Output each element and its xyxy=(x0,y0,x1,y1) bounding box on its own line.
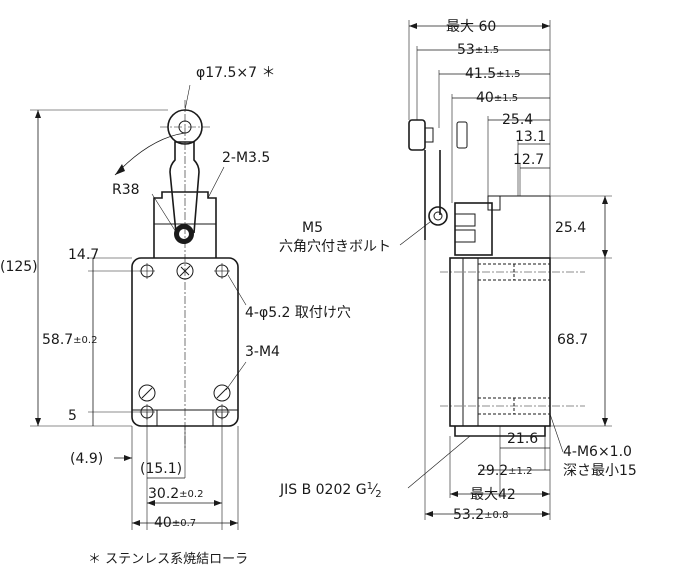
bolt-label-line1: M5 xyxy=(302,220,323,236)
footnote: ＊ ステンレス系焼結ローラ xyxy=(88,552,248,567)
dim-29-2-label: 29.2±1.2 xyxy=(477,463,532,479)
radius-label: R38 xyxy=(112,182,140,198)
bolt-label-line2: 六角穴付きボルト xyxy=(279,239,391,255)
m4-label: 3-M4 xyxy=(245,344,280,360)
dim-25-4-right-label: 25.4 xyxy=(555,220,586,236)
dim-53-2-label: 53.2±0.8 xyxy=(453,507,508,523)
thread-label-line1: 4-M6×1.0 xyxy=(563,444,632,460)
dim-12-7-label: 12.7 xyxy=(513,152,544,168)
max-60-label: 最大 60 xyxy=(446,19,496,35)
dim-40-side-label: 40±1.5 xyxy=(476,90,518,106)
max-42-label: 最大42 xyxy=(470,487,516,503)
m4-screw xyxy=(138,384,156,402)
dim-40-label: 40±0.7 xyxy=(154,515,196,531)
side-lever xyxy=(424,150,441,240)
dim-14-7-label: 14.7 xyxy=(68,247,99,263)
lever-arm xyxy=(169,141,200,234)
dim-5-label: 5 xyxy=(68,408,77,424)
dim-30-2-label: 30.2±0.2 xyxy=(148,486,203,502)
dim-53-label: 53±1.5 xyxy=(457,42,499,58)
side-roller xyxy=(408,119,426,151)
front-view: (125) 14.7 58.7±0.2 5 (4.9) (15.1) 30.2±… xyxy=(0,65,351,531)
mount-holes-label: 4-φ5.2 取付け穴 xyxy=(245,305,351,321)
dim-41-5-label: 41.5±1.5 xyxy=(465,66,520,82)
mount-hole xyxy=(139,263,155,279)
roller-dim-label: φ17.5×7 ＊ xyxy=(196,65,276,81)
dim-25-4-top-label: 25.4 xyxy=(502,112,533,128)
m4-screw xyxy=(213,384,231,402)
mount-hole xyxy=(214,263,230,279)
screw-label: 2-M3.5 xyxy=(222,150,270,166)
thread-label-line2: 深さ最小15 xyxy=(563,463,637,479)
hex-bolt xyxy=(428,206,448,226)
dim-21-6-label: 21.6 xyxy=(507,431,538,447)
jis-label: JIS B 0202 G1⁄2 xyxy=(279,481,382,500)
side-view: 最大 60 53±1.5 41.5±1.5 40±1.5 25.4 13.1 1… xyxy=(279,19,637,523)
side-head-block xyxy=(454,202,493,256)
dim-15-1-label: (15.1) xyxy=(140,461,182,477)
dim-13-1-label: 13.1 xyxy=(515,129,546,145)
overall-height-label: (125) xyxy=(0,259,38,275)
dim-4-9-label: (4.9) xyxy=(70,451,103,467)
dim-58-7-label: 58.7±0.2 xyxy=(42,332,97,348)
side-body-outline xyxy=(449,257,551,427)
dim-68-7-label: 68.7 xyxy=(557,332,588,348)
